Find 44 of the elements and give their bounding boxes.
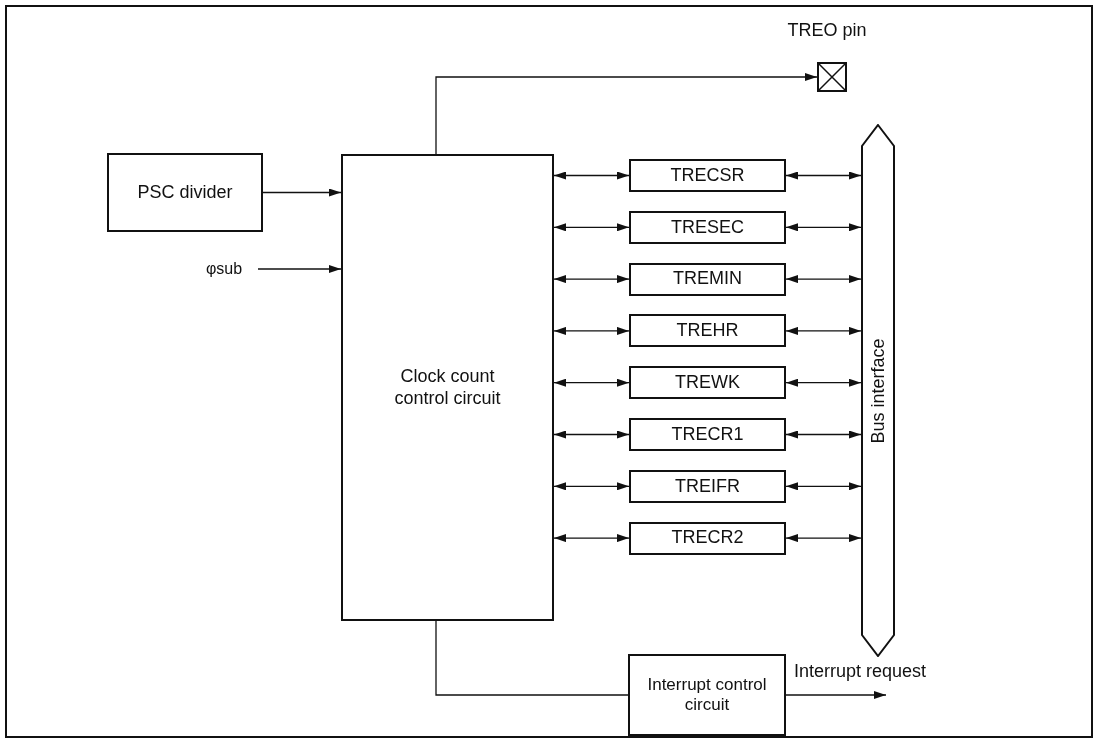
connector-arrow (785, 534, 862, 543)
connector-arrow (785, 326, 862, 335)
connector-arrow (553, 430, 630, 439)
interrupt-circuit-box (628, 654, 786, 736)
connector-arrow (553, 378, 630, 387)
register-box (629, 262, 786, 296)
register-box (629, 521, 786, 555)
connector-arrow (785, 171, 862, 180)
box-label: PSC divider (137, 181, 233, 204)
connector-arrow (785, 275, 862, 284)
connector-arrow (553, 275, 630, 284)
connector-arrow (785, 378, 862, 387)
connector-arrow (262, 188, 342, 197)
control-circuit-box (341, 154, 554, 621)
register-box (629, 469, 786, 503)
box-label: TRECR1 (671, 423, 744, 446)
box-label: TREWK (675, 371, 740, 394)
register-box (629, 418, 786, 451)
box-label: TRECSR (670, 164, 745, 187)
connector-arrow (257, 265, 342, 273)
pin-label: TREO pin (787, 20, 867, 42)
connector-arrow (553, 326, 630, 335)
register-box (629, 159, 786, 192)
connector-arrow (553, 223, 630, 232)
register-box (629, 366, 786, 400)
connector-arrow (785, 691, 887, 699)
connector-arrow (785, 430, 862, 439)
connector-arrow (435, 73, 818, 155)
box-label: TRECR2 (671, 527, 744, 549)
box-label: TREIFR (675, 475, 740, 498)
box-label: Interrupt control circuit (646, 674, 768, 716)
box-label: TRESEC (671, 216, 744, 239)
register-box (629, 210, 786, 244)
connector-arrow (785, 482, 862, 491)
connector-arrow (553, 171, 630, 180)
register-box (629, 314, 786, 348)
connector-arrow (785, 223, 862, 232)
edge-label: Interrupt request (792, 661, 929, 682)
box-label: TREMIN (673, 268, 742, 290)
connector-arrow (553, 482, 630, 491)
signal-label: φsub (190, 256, 258, 282)
connector-arrow (553, 534, 630, 543)
box-label: Clock count control circuit (393, 365, 502, 410)
box-label: TREHR (676, 320, 739, 342)
